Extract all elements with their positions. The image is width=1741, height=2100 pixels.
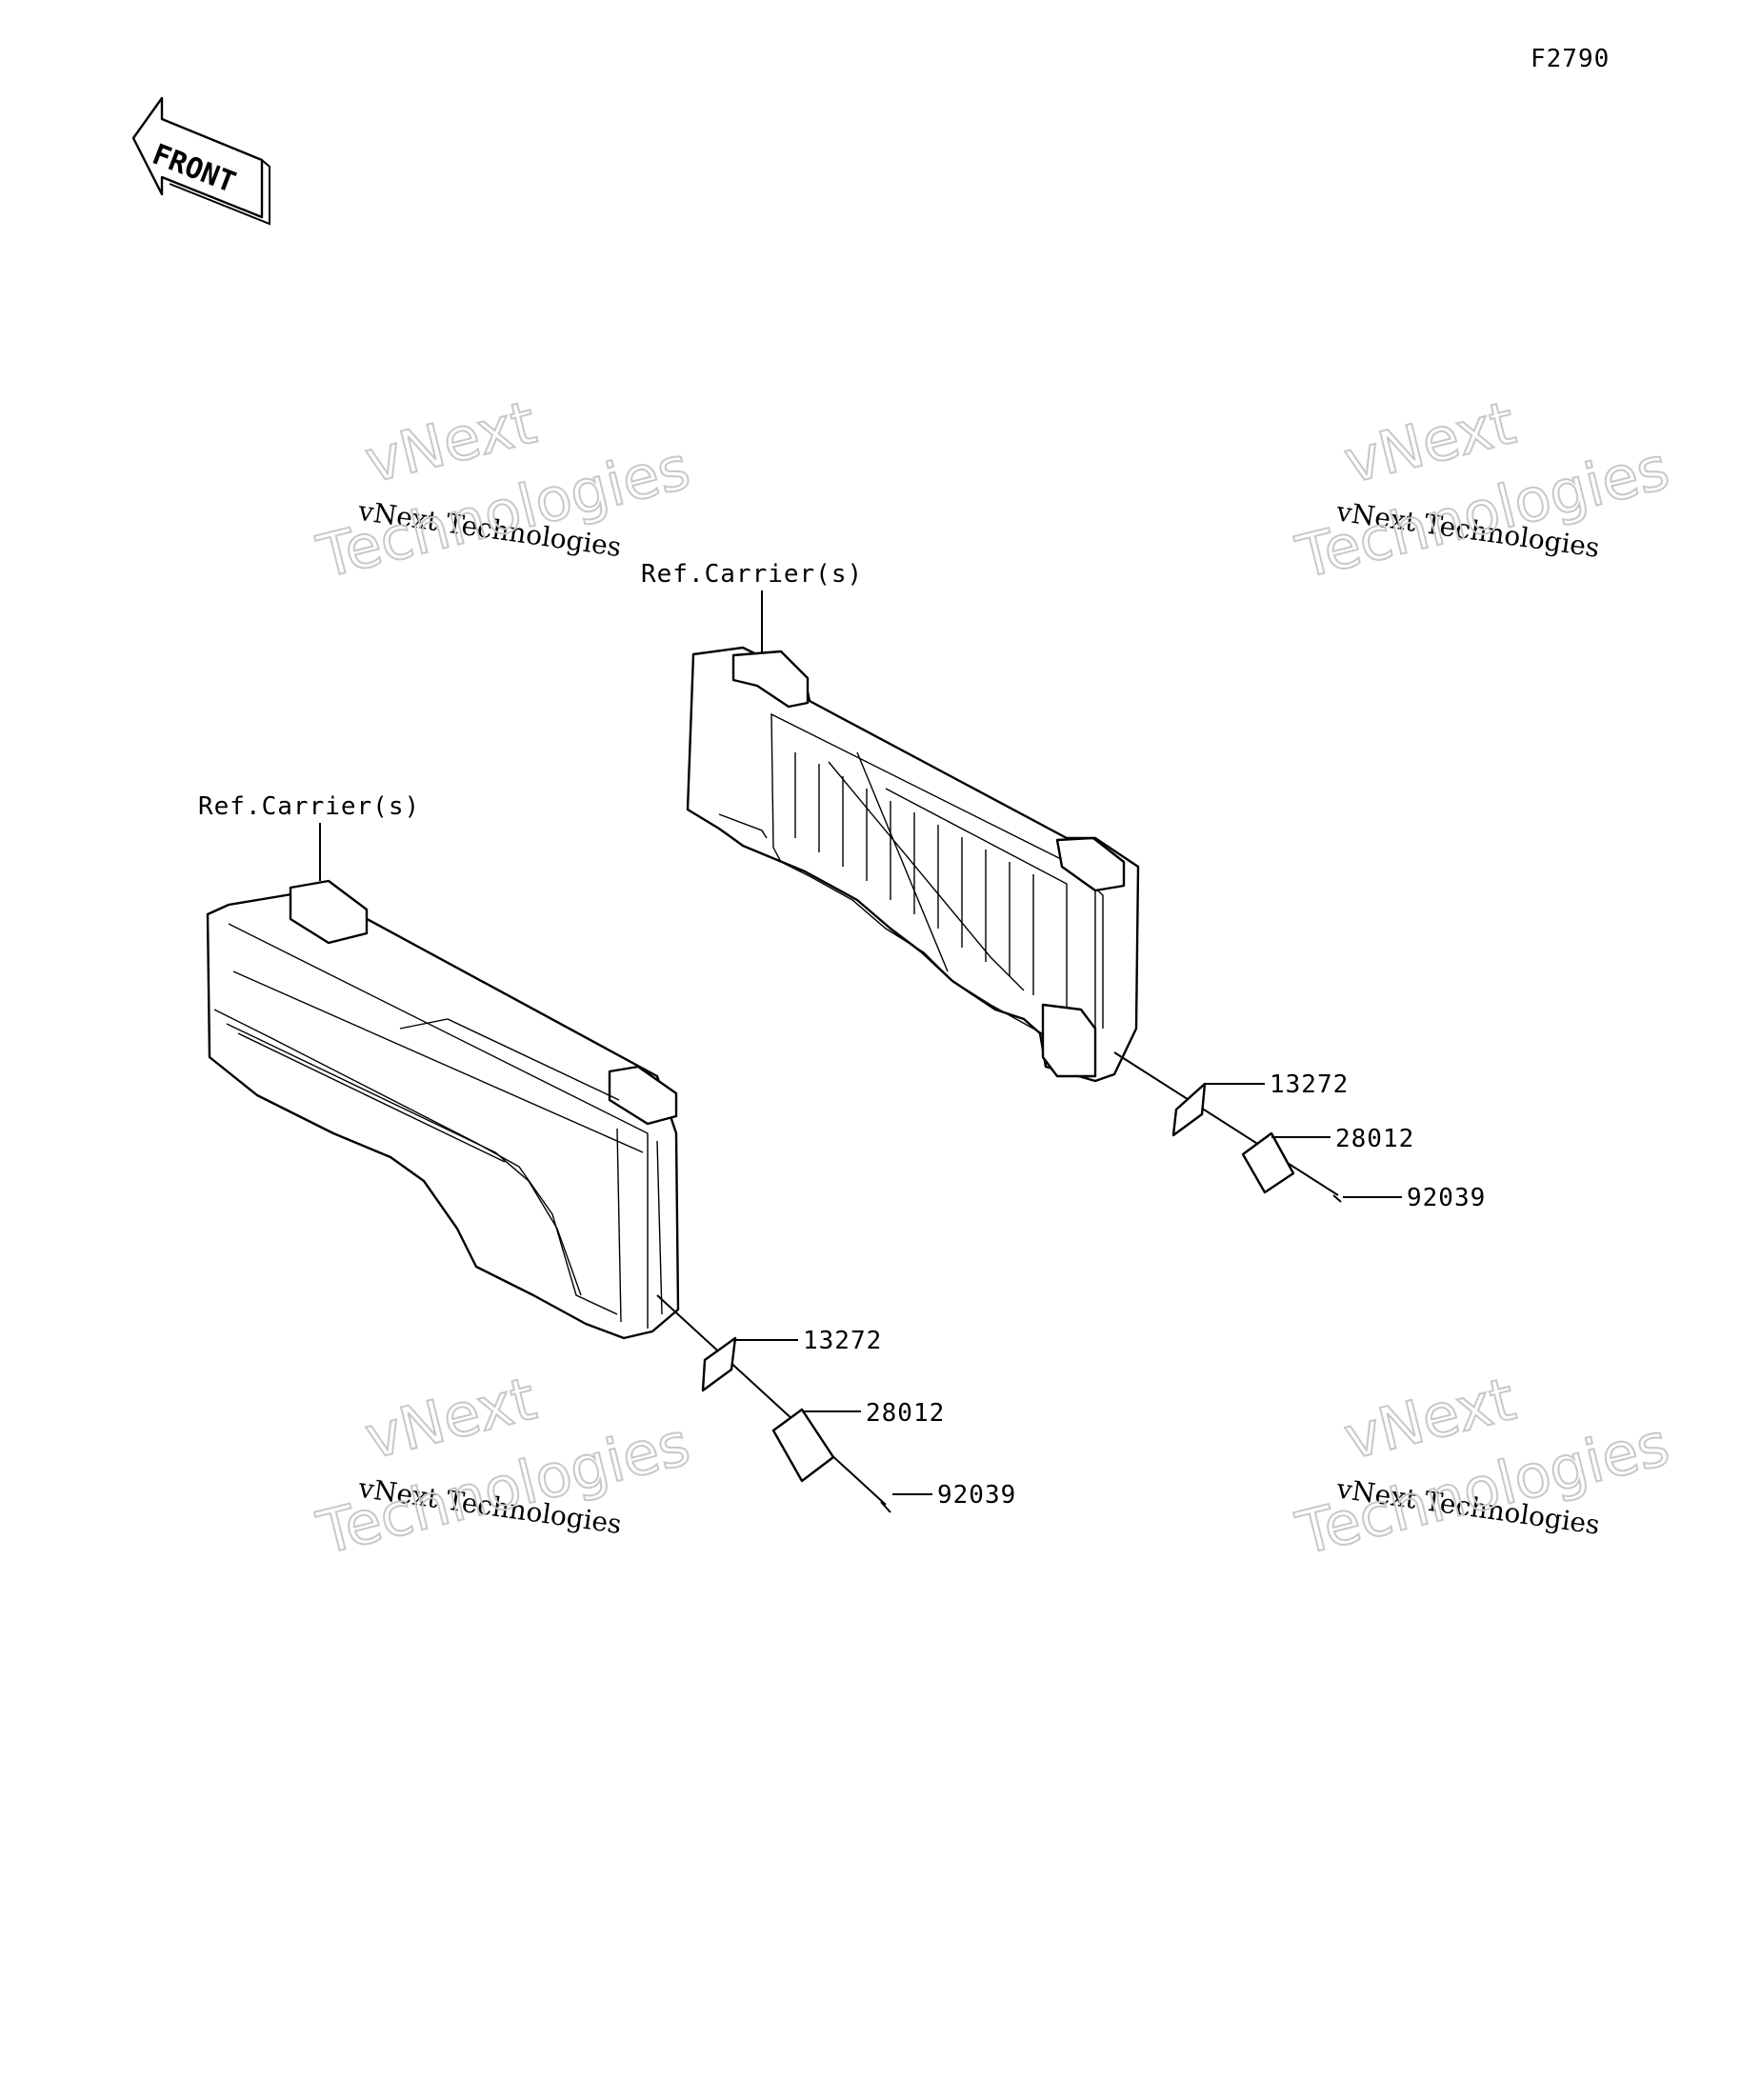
part-92039-upper — [1332, 1194, 1342, 1203]
front-direction-arrow-icon: FRONT — [131, 96, 270, 226]
part-28012-upper — [1241, 1131, 1295, 1194]
carrier-upper-right: Ref.Carrier(s) 13272 28012 — [641, 560, 1486, 1212]
part-28012-lower — [771, 1408, 835, 1483]
figure-code: F2790 — [1531, 45, 1610, 73]
part-92039-lower — [880, 1501, 891, 1513]
part-13272-upper — [1171, 1082, 1207, 1137]
ref-carrier-label-lower: Ref.Carrier(s) — [198, 792, 420, 821]
callout-28012-lower: 28012 — [866, 1399, 945, 1428]
callout-28012-upper: 28012 — [1335, 1125, 1414, 1153]
watermark-bottom-left: vNext vNext Technologies Technologies — [310, 1363, 697, 1570]
carrier-lower-left: Ref.Carrier(s) 13272 28012 92039 — [198, 792, 1016, 1513]
callout-13272-upper: 13272 — [1270, 1070, 1349, 1099]
ref-carrier-label-upper: Ref.Carrier(s) — [641, 560, 863, 589]
watermark-top-left: vNext vNext Technologies Technologies — [310, 387, 697, 593]
part-13272-lower — [701, 1336, 737, 1392]
watermark-top-right: vNext vNext Technologies Technologies — [1289, 387, 1676, 593]
callout-92039-lower: 92039 — [937, 1481, 1016, 1510]
callout-92039-upper: 92039 — [1407, 1184, 1486, 1212]
callout-13272-lower: 13272 — [803, 1327, 882, 1355]
watermark-bottom-right: vNext vNext Technologies Technologies — [1289, 1363, 1676, 1570]
